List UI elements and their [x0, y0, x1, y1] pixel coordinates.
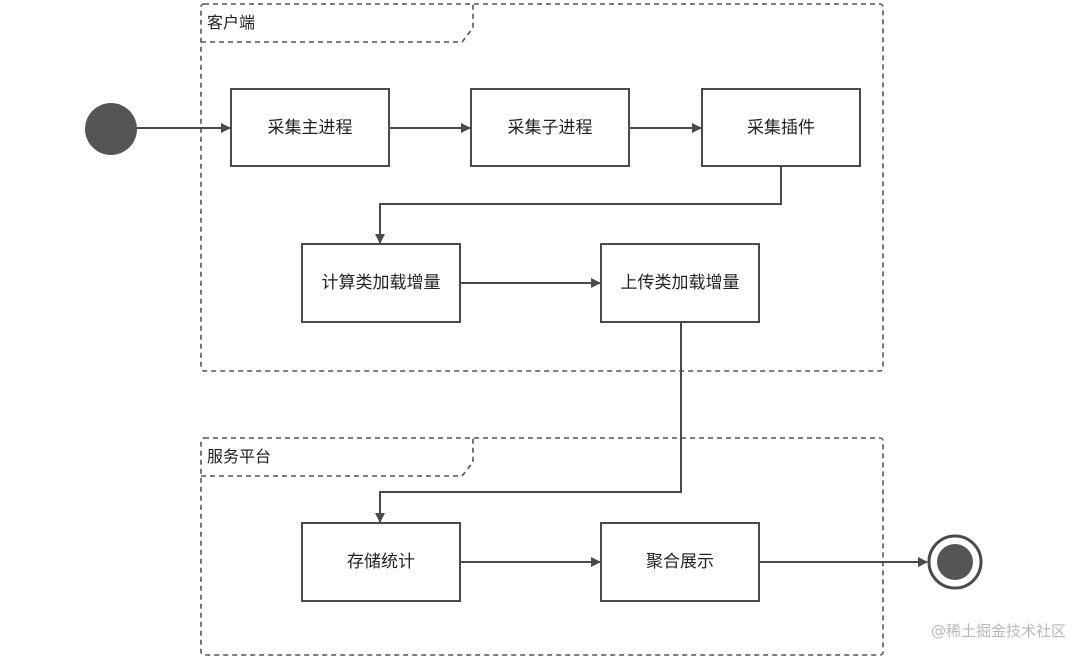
edge-collect-plugin-to-compute: [375, 166, 782, 244]
client-group-tab: [201, 4, 474, 43]
end-node: [927, 534, 983, 590]
node-collect-plugin: 采集插件: [701, 88, 861, 167]
client-group-label: 客户端: [207, 13, 255, 32]
server-group-label: 服务平台: [207, 447, 271, 466]
start-node: [85, 103, 137, 155]
node-upload-increment-label: 上传类加载增量: [621, 273, 740, 293]
client-group-frame: [200, 3, 884, 372]
node-store-stats-label: 存储统计: [347, 552, 415, 572]
node-aggregate-display-label: 聚合展示: [646, 552, 714, 572]
node-aggregate-display: 聚合展示: [600, 522, 760, 602]
server-group-frame: [200, 437, 884, 656]
node-collect-sub: 采集子进程: [470, 88, 630, 167]
server-group: 服务平台: [200, 437, 884, 656]
server-group-tab: [201, 438, 474, 477]
node-compute-increment-label: 计算类加载增量: [322, 273, 441, 293]
watermark: @稀土掘金技术社区: [930, 622, 1066, 640]
node-store-stats: 存储统计: [301, 522, 461, 602]
node-collect-main: 采集主进程: [230, 88, 390, 167]
client-group: 客户端: [200, 3, 884, 372]
edge-upload-to-store: [375, 322, 682, 523]
node-collect-main-label: 采集主进程: [268, 118, 353, 138]
node-compute-increment: 计算类加载增量: [301, 243, 461, 323]
node-upload-increment: 上传类加载增量: [600, 243, 760, 323]
node-collect-sub-label: 采集子进程: [508, 118, 593, 138]
node-collect-plugin-label: 采集插件: [747, 118, 815, 138]
